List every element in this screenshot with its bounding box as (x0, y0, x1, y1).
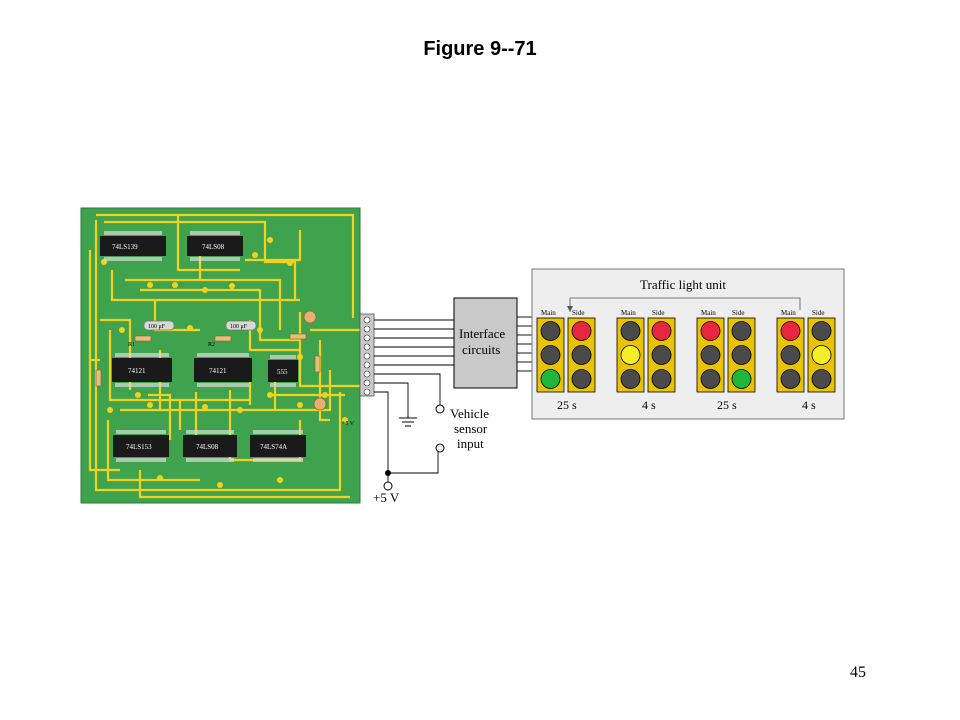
svg-text:100 μF: 100 μF (230, 324, 248, 330)
edge-connector (359, 313, 375, 397)
chip-74ls08-top: 74LS08 (187, 236, 243, 256)
pcb-voltage-label: +5 V (342, 421, 355, 427)
side-green-lamp (571, 369, 592, 389)
chip-74121-right: 74121 (194, 358, 252, 382)
disc-capacitors (303, 310, 327, 411)
svg-text:R1: R1 (128, 342, 135, 348)
duration-label: 4 s (642, 398, 656, 412)
pcb-pads (101, 237, 348, 488)
main-red-lamp (620, 321, 641, 341)
bus-wires (374, 316, 532, 474)
side-label: Side (732, 309, 744, 317)
traffic-state-3: Main Side 25 s (696, 309, 756, 412)
sensor-label-2: sensor (454, 421, 488, 436)
main-red-lamp (780, 321, 801, 341)
side-green-lamp (811, 369, 832, 389)
main-green-lamp (700, 369, 721, 389)
resistors: R1 R2 (95, 333, 321, 387)
chip-74ls153: 74LS153 (113, 435, 169, 457)
traffic-unit-title: Traffic light unit (640, 277, 726, 292)
svg-text:R2: R2 (208, 342, 215, 348)
chip-555: 555 (268, 360, 298, 382)
pcb-traces (88, 213, 360, 499)
figure-title: Figure 9--71 (423, 38, 537, 60)
supply-terminal (383, 481, 393, 491)
svg-text:555: 555 (277, 368, 288, 376)
main-red-lamp (700, 321, 721, 341)
duration-label: 25 s (717, 398, 737, 412)
svg-text:74121: 74121 (209, 367, 227, 375)
main-yellow-lamp (620, 345, 641, 365)
side-label: Side (812, 309, 824, 317)
sensor-label-1: Vehicle (450, 406, 489, 421)
main-green-lamp (540, 369, 561, 389)
side-yellow-lamp (651, 345, 672, 365)
chip-74ls08-bottom: 74LS08 (183, 435, 237, 457)
traffic-light-unit: Traffic light unit Main Side 25 s Main Side 4… (531, 268, 845, 420)
main-green-lamp (780, 369, 801, 389)
side-green-lamp (731, 369, 752, 389)
side-label: Side (652, 309, 664, 317)
duration-label: 4 s (802, 398, 816, 412)
side-red-lamp (651, 321, 672, 341)
svg-text:circuits: circuits (462, 342, 500, 357)
side-green-lamp (651, 369, 672, 389)
side-yellow-lamp (731, 345, 752, 365)
supply-label: +5 V (373, 490, 400, 505)
svg-text:74LS139: 74LS139 (112, 243, 138, 251)
chip-74ls139: 74LS139 (100, 236, 166, 256)
svg-text:74121: 74121 (128, 367, 146, 375)
side-red-lamp (571, 321, 592, 341)
capacitor-left: 100 μF (143, 320, 175, 331)
page-number: 45 (850, 664, 866, 681)
main-label: Main (541, 309, 556, 317)
ground-icon (399, 417, 417, 427)
side-red-lamp (731, 321, 752, 341)
interface-circuits-box: Interface circuits (453, 297, 518, 389)
main-yellow-lamp (700, 345, 721, 365)
svg-text:74LS153: 74LS153 (126, 443, 152, 451)
svg-text:100 μF: 100 μF (148, 324, 166, 330)
side-red-lamp (811, 321, 832, 341)
capacitor-right: 100 μF (225, 320, 257, 331)
side-yellow-lamp (811, 345, 832, 365)
duration-label: 25 s (557, 398, 577, 412)
svg-text:Interface: Interface (459, 326, 505, 341)
sensor-terminal-bottom (435, 443, 445, 453)
svg-text:74LS08: 74LS08 (202, 243, 225, 251)
pcb-board: 74LS139 74LS08 74121 74121 555 74LS153 7… (80, 207, 375, 504)
main-label: Main (701, 309, 716, 317)
chip-74ls74a: 74LS74A (250, 435, 306, 457)
sensor-terminal-top (435, 404, 445, 414)
main-green-lamp (620, 369, 641, 389)
main-red-lamp (540, 321, 561, 341)
side-label: Side (572, 309, 584, 317)
chip-74121-left: 74121 (112, 358, 172, 382)
main-label: Main (621, 309, 636, 317)
traffic-state-1: Main Side 25 s (536, 309, 596, 412)
main-yellow-lamp (780, 345, 801, 365)
traffic-state-4: Main Side 4 s (776, 309, 836, 412)
sensor-label-3: input (457, 436, 484, 451)
traffic-state-2: Main Side 4 s (616, 309, 676, 412)
svg-text:74LS08: 74LS08 (196, 443, 219, 451)
main-yellow-lamp (540, 345, 561, 365)
side-yellow-lamp (571, 345, 592, 365)
main-label: Main (781, 309, 796, 317)
svg-text:74LS74A: 74LS74A (260, 443, 287, 451)
chip-pins (104, 231, 303, 462)
